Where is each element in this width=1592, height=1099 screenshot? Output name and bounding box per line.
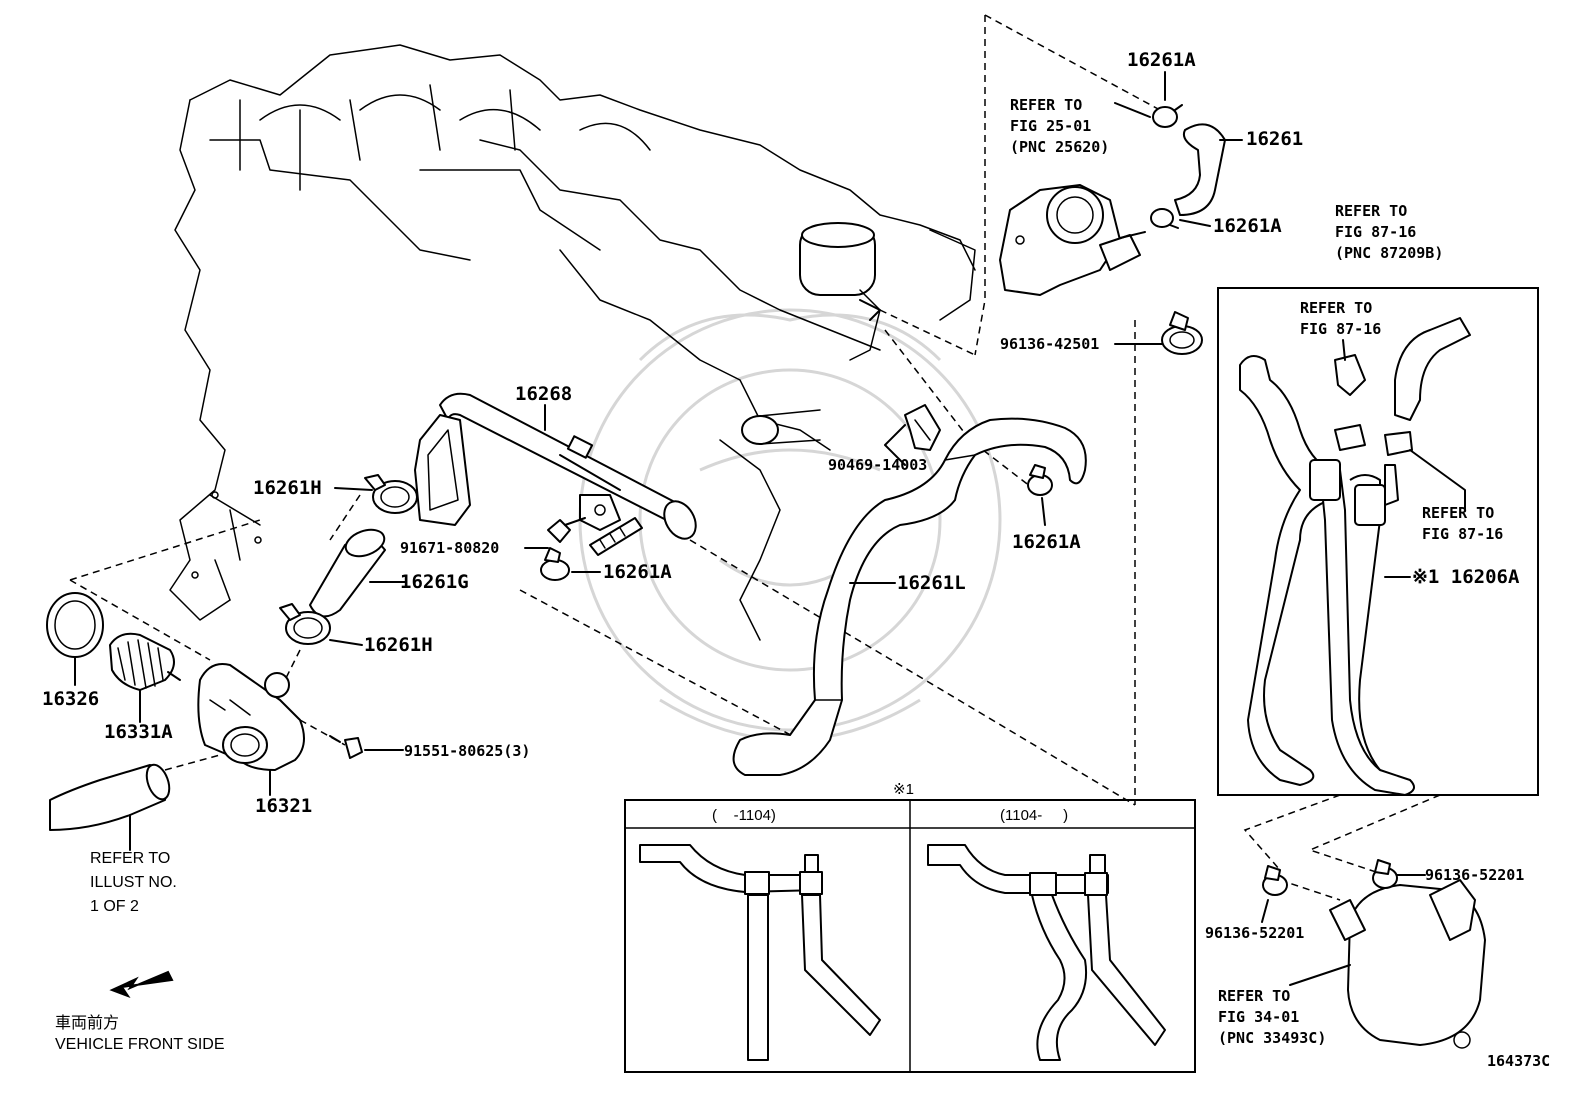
label-91671-80820: 91671-80820 bbox=[400, 539, 499, 557]
ref-fig34-line1: REFER TO bbox=[1218, 987, 1290, 1005]
label-16321: 16321 bbox=[255, 795, 312, 817]
ref-fig87-right-line2: FIG 87-16 bbox=[1422, 525, 1503, 543]
label-16261: 16261 bbox=[1246, 128, 1303, 150]
ref-fig87-right-line1: REFER TO bbox=[1422, 504, 1494, 522]
ref-illust-line1: REFER TO bbox=[90, 850, 170, 867]
ref-fig34-line3: (PNC 33493C) bbox=[1218, 1029, 1326, 1047]
hose-16261 bbox=[1150, 104, 1226, 229]
ref-fig87-top-line2: FIG 87-16 bbox=[1335, 223, 1416, 241]
ref-fig87-inner-line1: REFER TO bbox=[1300, 299, 1372, 317]
gasket-16326 bbox=[46, 592, 104, 658]
label-96136-52201-left: 96136-52201 bbox=[1205, 924, 1304, 942]
variant-right-label: (1104- ) bbox=[1000, 807, 1068, 824]
ref-fig34-line2: FIG 34-01 bbox=[1218, 1008, 1299, 1026]
part-labels: 16261A 16261 16261A 96136-42501 16268 90… bbox=[42, 49, 1550, 1070]
ref-fig87-top-line1: REFER TO bbox=[1335, 202, 1407, 220]
clamp-16261A-lower bbox=[540, 547, 570, 581]
variant-box bbox=[624, 799, 1196, 1073]
label-96136-52201-right: 96136-52201 bbox=[1425, 866, 1524, 884]
ref-illust-line3: 1 OF 2 bbox=[90, 898, 139, 915]
label-90469-14003: 90469-14003 bbox=[828, 456, 927, 474]
ref-fig25-line3: (PNC 25620) bbox=[1010, 138, 1109, 156]
label-96136-42501: 96136-42501 bbox=[1000, 335, 1099, 353]
front-label-en: VEHICLE FRONT SIDE bbox=[55, 1036, 225, 1053]
front-label-jp: 車両前方 bbox=[55, 1014, 119, 1032]
clamp-16261A-right bbox=[1027, 464, 1053, 496]
watermark-emblem bbox=[578, 308, 1002, 742]
thermostat-16331A bbox=[109, 632, 181, 691]
variant-left-label: ( -1104) bbox=[712, 807, 776, 824]
label-16261A-top: 16261A bbox=[1127, 49, 1196, 71]
heater-hose-box bbox=[1217, 287, 1539, 796]
diagram-code: 164373C bbox=[1487, 1052, 1550, 1070]
label-16261A-mid: 16261A bbox=[1213, 215, 1282, 237]
ref-fig25-line1: REFER TO bbox=[1010, 96, 1082, 114]
leader-lines bbox=[74, 71, 1466, 986]
hose-16261L bbox=[732, 417, 1087, 776]
oil-cooler bbox=[1262, 859, 1486, 1049]
clip-90469-14003 bbox=[904, 404, 941, 451]
reference-notes: REFER TO FIG 25-01 (PNC 25620) REFER TO … bbox=[90, 96, 1503, 1047]
label-16326: 16326 bbox=[42, 688, 99, 710]
label-16268: 16268 bbox=[515, 383, 572, 405]
bolt-91551-80625 bbox=[329, 735, 363, 759]
variant-right-hoses bbox=[927, 844, 1166, 1061]
clamp-16261H-top bbox=[364, 474, 418, 514]
throttle-coolant-unit bbox=[999, 184, 1146, 296]
label-16261L: 16261L bbox=[897, 572, 966, 594]
ref-illust-line2: ILLUST NO. bbox=[90, 874, 177, 891]
label-16261G: 16261G bbox=[400, 571, 469, 593]
ref-fig25-line2: FIG 25-01 bbox=[1010, 117, 1091, 135]
ref-fig87-top-line3: (PNC 87209B) bbox=[1335, 244, 1443, 262]
label-16261A-low: 16261A bbox=[603, 561, 672, 583]
clamp-96136-42501 bbox=[1161, 311, 1203, 355]
variant-left-hoses bbox=[639, 844, 881, 1061]
front-direction-arrow-icon bbox=[109, 970, 174, 999]
variant-labels: ※1 ( -1104) (1104- ) bbox=[712, 781, 1068, 824]
label-16206A: ※1 16206A bbox=[1412, 566, 1520, 588]
engine-block-outline bbox=[169, 44, 976, 641]
label-16261A-right: 16261A bbox=[1012, 531, 1081, 553]
ref-fig87-inner-line2: FIG 87-16 bbox=[1300, 320, 1381, 338]
label-16261H-low: 16261H bbox=[364, 634, 433, 656]
label-91551-80625: 91551-80625(3) bbox=[404, 742, 530, 760]
label-16261H-top: 16261H bbox=[253, 477, 322, 499]
hose-16261G bbox=[309, 528, 386, 618]
radiator-hose bbox=[49, 763, 171, 831]
vehicle-front-label: 車両前方 VEHICLE FRONT SIDE bbox=[55, 1014, 225, 1053]
bolt-91671-80820 bbox=[547, 517, 643, 556]
variant-marker: ※1 bbox=[893, 781, 914, 798]
water-inlet-16321 bbox=[197, 663, 305, 771]
clamp-16261H-low bbox=[279, 603, 331, 645]
label-16331A: 16331A bbox=[104, 721, 173, 743]
pipe-16268 bbox=[414, 392, 697, 540]
